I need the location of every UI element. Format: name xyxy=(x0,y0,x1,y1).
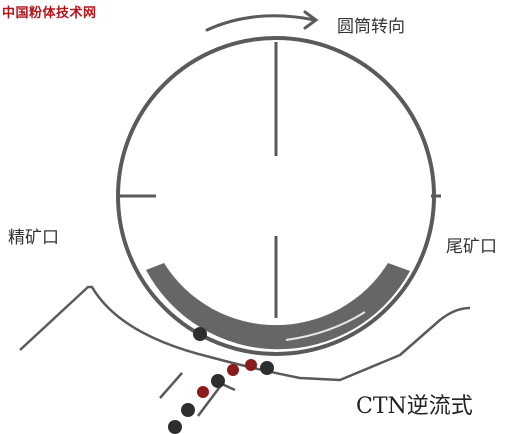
tailings-outlet-label: 尾矿口 xyxy=(446,237,497,257)
particle-nonmagnetic xyxy=(211,374,225,388)
drum-rotation-label: 圆筒转向 xyxy=(337,17,405,37)
particle-nonmagnetic xyxy=(193,327,207,341)
concentrate-outlet-label: 精矿口 xyxy=(8,228,59,248)
particle-nonmagnetic xyxy=(168,420,182,434)
drum-cross-lines xyxy=(118,42,441,318)
rotation-arrow xyxy=(205,10,319,32)
particle-magnetic xyxy=(197,386,209,398)
magnet-highlight xyxy=(285,311,366,341)
particle-stream xyxy=(168,327,274,434)
diagram-title: CTN逆流式 xyxy=(356,394,473,419)
particle-magnetic xyxy=(245,359,257,371)
particle-nonmagnetic xyxy=(260,361,274,375)
particle-magnetic xyxy=(227,364,239,376)
particle-nonmagnetic xyxy=(181,403,195,417)
magnet-system xyxy=(146,263,410,350)
watermark-text: 中国粉体技术网 xyxy=(2,6,97,21)
